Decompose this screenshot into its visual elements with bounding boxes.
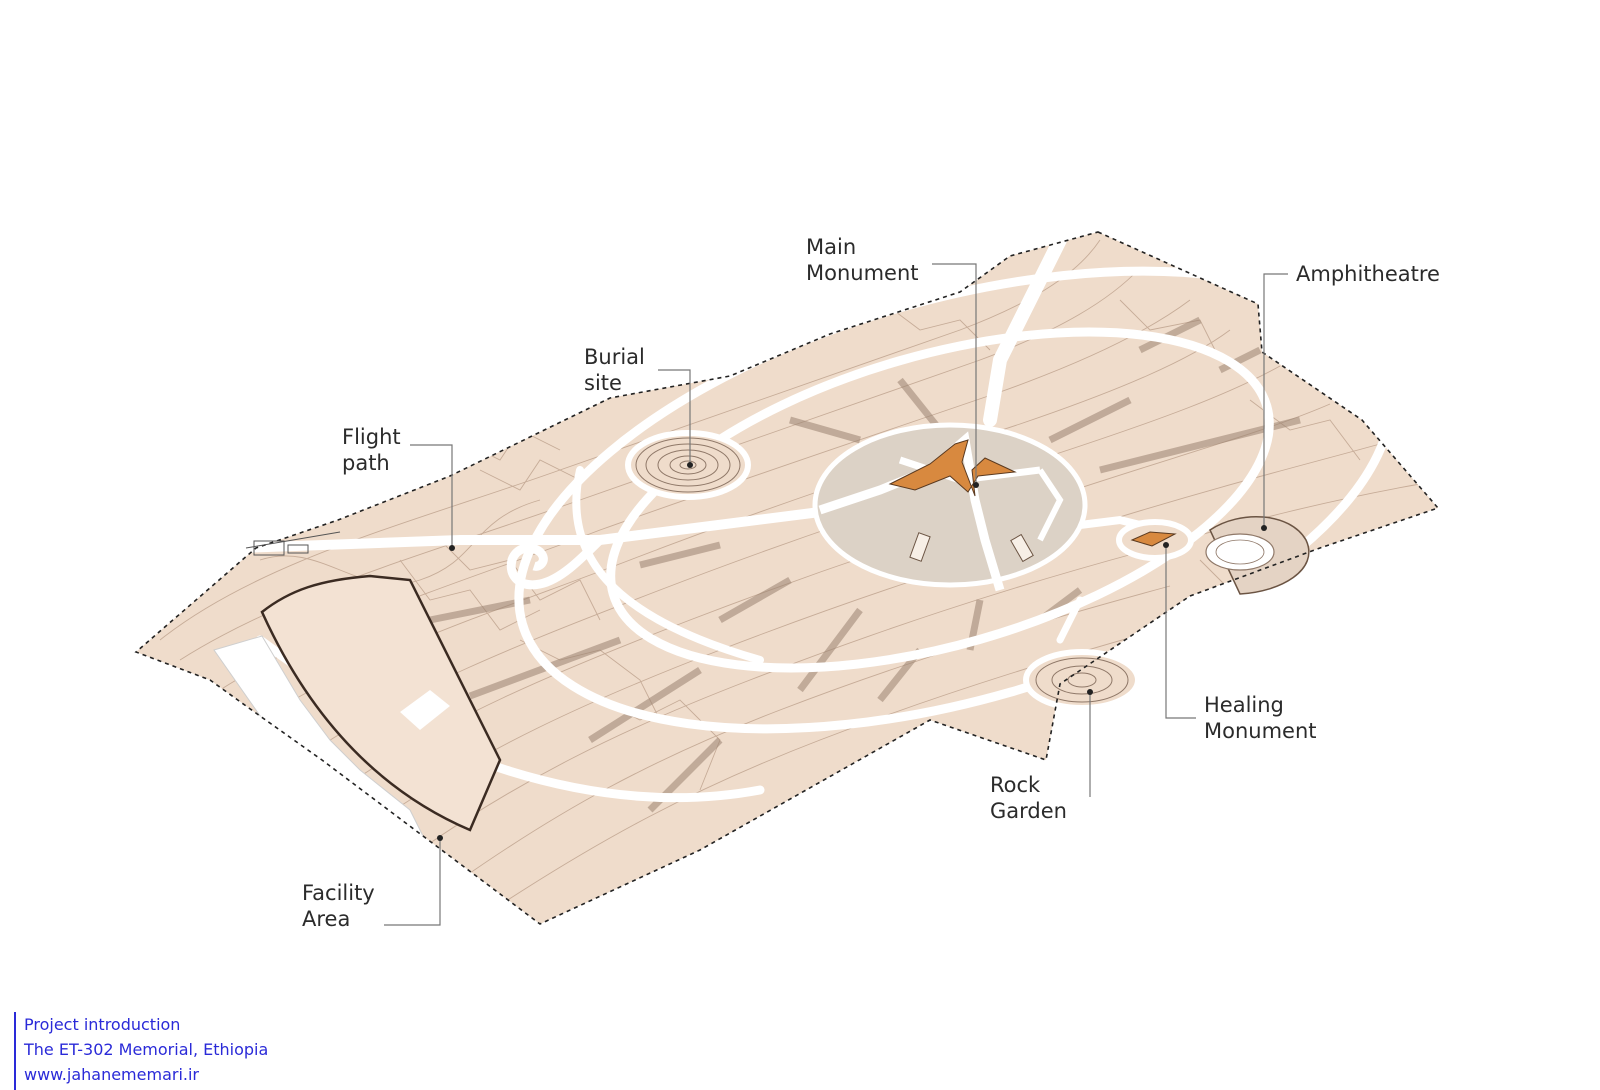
amphitheatre-label-line1: Amphitheatre	[1296, 262, 1440, 286]
facility-building	[260, 574, 502, 832]
main-monument-label-line1: Main	[806, 235, 857, 259]
healing-monument-label: Healing Monument	[1204, 692, 1317, 744]
leader-dots	[437, 462, 1267, 841]
leader-lines	[384, 263, 1288, 926]
facility-area-label-line1: Facility	[302, 881, 375, 905]
flight-path-spiral	[506, 536, 604, 590]
facility-area-label-line2: Area	[302, 907, 351, 931]
burial-site-label: Burial site	[584, 344, 645, 396]
healing-monument-label-line1: Healing	[1204, 693, 1284, 717]
radial-strips	[399, 316, 1301, 813]
main-monument-structure	[888, 439, 1017, 497]
main-monument-label: Main Monument	[806, 234, 919, 286]
rock-garden-label-line2: Garden	[990, 799, 1067, 823]
credit-project-title: The ET-302 Memorial, Ethiopia	[24, 1040, 269, 1059]
amphitheatre-structure	[1205, 515, 1310, 595]
source-credit: Project introduction The ET-302 Memorial…	[14, 1012, 268, 1090]
credit-website-link[interactable]: www.jahanememari.ir	[24, 1065, 200, 1084]
rock-garden-rings	[1023, 649, 1141, 711]
flight-path-label-line1: Flight	[342, 425, 401, 449]
facility-area-label: Facility Area	[302, 880, 375, 932]
facility-ramp	[400, 690, 450, 730]
main-monument-plaza	[812, 422, 1088, 592]
healing-monument	[1116, 519, 1194, 561]
entrance-structure	[245, 531, 341, 556]
amphitheatre-label: Amphitheatre	[1296, 261, 1440, 287]
burial-site-label-line1: Burial	[584, 345, 645, 369]
credit-project-introduction: Project introduction	[24, 1015, 181, 1034]
main-monument-label-line2: Monument	[806, 261, 919, 285]
burial-site-label-line2: site	[584, 371, 622, 395]
flight-path-label-line2: path	[342, 451, 390, 475]
flight-path-label: Flight path	[342, 424, 401, 476]
healing-monument-label-line2: Monument	[1204, 719, 1317, 743]
rock-garden-label: Rock Garden	[990, 772, 1067, 824]
site-boundary	[134, 231, 1440, 925]
rock-garden-label-line1: Rock	[990, 773, 1041, 797]
